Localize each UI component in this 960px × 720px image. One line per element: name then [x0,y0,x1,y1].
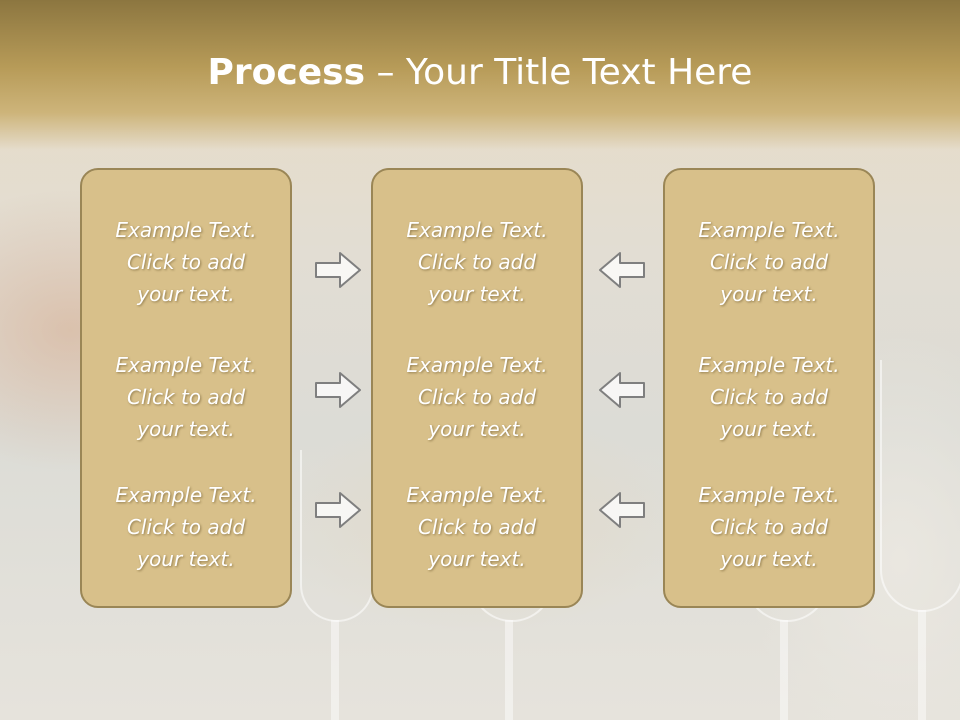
text-line: your text. [428,417,526,441]
title-bold: Process [207,52,366,93]
panel-text-block[interactable]: Example Text. Click to add your text. [665,349,873,445]
panel-text-block[interactable]: Example Text. Click to add your text. [82,214,290,310]
process-panel-right[interactable]: Example Text. Click to add your text. Ex… [663,168,875,608]
panel-text-block[interactable]: Example Text. Click to add your text. [665,214,873,310]
text-line: Click to add [709,515,829,539]
text-line: Click to add [417,515,537,539]
text-line: Click to add [126,385,246,409]
text-line: Example Text. [115,218,257,242]
text-line: your text. [720,282,818,306]
text-line: your text. [428,547,526,571]
panel-text-block[interactable]: Example Text. Click to add your text. [373,214,581,310]
title-dash: – [365,52,406,93]
panel-text-block[interactable]: Example Text. Click to add your text. [373,349,581,445]
glass-shape [300,450,374,622]
text-line: your text. [137,417,235,441]
glass-stem [780,620,788,720]
text-line: your text. [137,547,235,571]
text-line: your text. [720,417,818,441]
title-rest: Your Title Text Here [405,52,753,93]
text-line: Example Text. [406,353,548,377]
text-line: Example Text. [698,353,840,377]
text-line: Click to add [709,250,829,274]
panel-text-block[interactable]: Example Text. Click to add your text. [82,479,290,575]
panel-text-block[interactable]: Example Text. Click to add your text. [82,349,290,445]
title-band [0,0,960,150]
text-line: Example Text. [115,353,257,377]
text-line: Example Text. [698,218,840,242]
text-line: Example Text. [115,483,257,507]
glass-shape [880,360,960,612]
arrow-right-icon [315,492,361,528]
arrow-left-icon [599,492,645,528]
text-line: Click to add [126,250,246,274]
text-line: Example Text. [406,218,548,242]
arrow-left-icon [599,372,645,408]
slide-title[interactable]: Process – Your Title Text Here [0,52,960,93]
arrow-right-icon [315,252,361,288]
panel-text-block[interactable]: Example Text. Click to add your text. [665,479,873,575]
text-line: Example Text. [406,483,548,507]
text-line: your text. [137,282,235,306]
text-line: your text. [720,547,818,571]
process-panel-center[interactable]: Example Text. Click to add your text. Ex… [371,168,583,608]
arrow-left-icon [599,252,645,288]
glass-stem [505,620,513,720]
text-line: Example Text. [698,483,840,507]
text-line: Click to add [417,385,537,409]
glass-stem [918,610,926,720]
text-line: Click to add [126,515,246,539]
process-panel-left[interactable]: Example Text. Click to add your text. Ex… [80,168,292,608]
glass-stem [331,620,339,720]
text-line: Click to add [709,385,829,409]
text-line: Click to add [417,250,537,274]
text-line: your text. [428,282,526,306]
arrow-right-icon [315,372,361,408]
panel-text-block[interactable]: Example Text. Click to add your text. [373,479,581,575]
